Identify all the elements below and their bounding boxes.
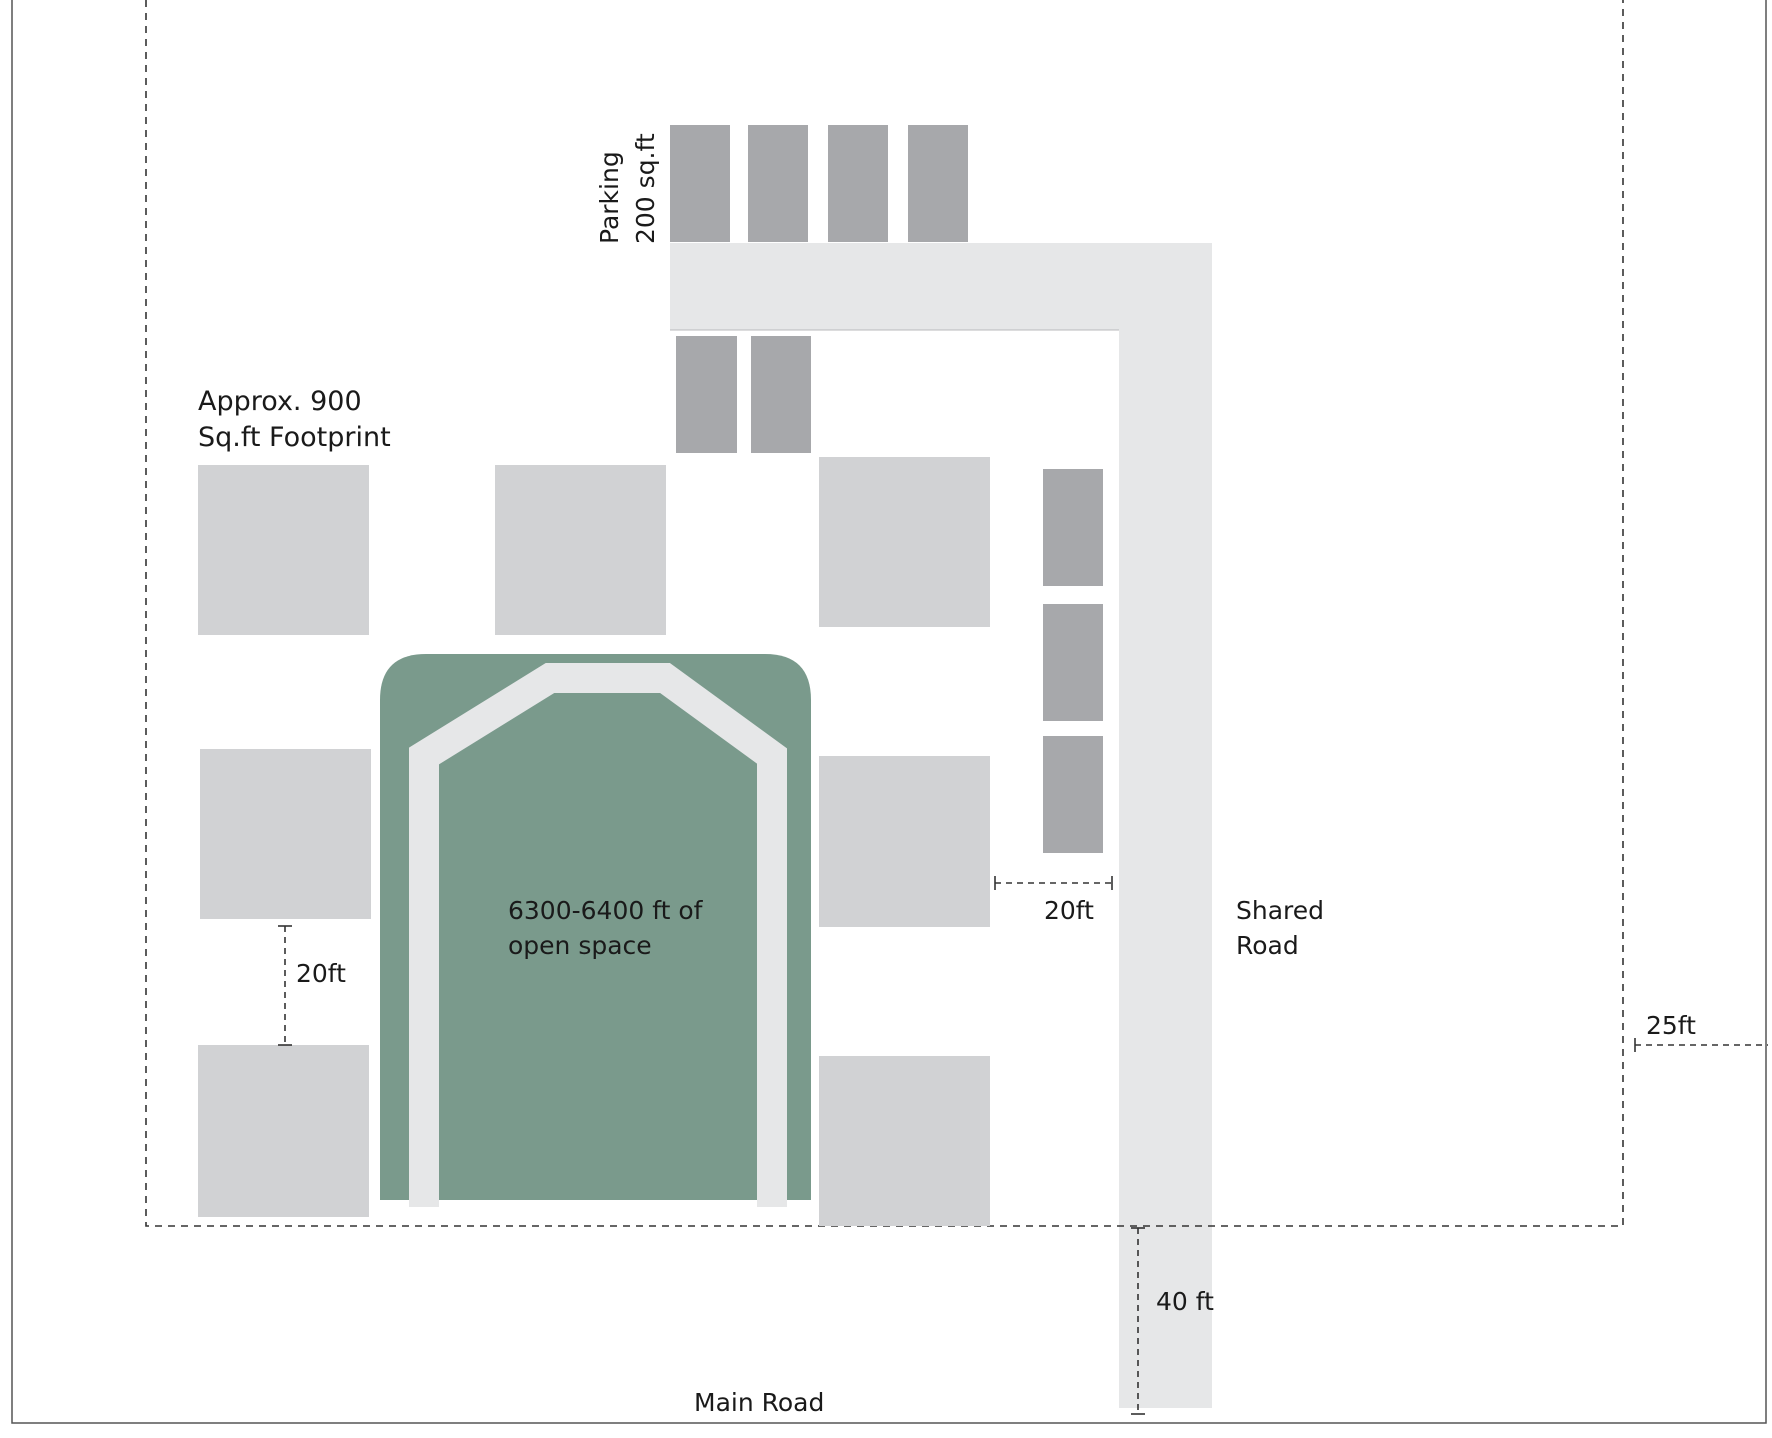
open-space-label-line2: open space [508, 931, 652, 960]
parking-stall [908, 125, 968, 242]
parking-top-row [670, 125, 968, 242]
open-space-path [409, 663, 787, 1207]
house-footprint [819, 1056, 990, 1226]
house-footprint [198, 465, 369, 635]
shared-road [670, 243, 1212, 1408]
parking-middle-row [676, 336, 811, 453]
house-footprint [495, 465, 666, 635]
parking-stall [1043, 736, 1103, 853]
setback-bottom-label: 40 ft [1156, 1287, 1214, 1316]
dimension-setback-right [1634, 1038, 1768, 1052]
shared-road-label-line1: Shared [1236, 896, 1324, 925]
open-space [380, 654, 811, 1207]
house-footprint [198, 1045, 369, 1217]
shared-road-label-line2: Road [1236, 931, 1299, 960]
parking-label-line1: Parking [595, 151, 624, 244]
setback-right-label: 25ft [1646, 1011, 1696, 1040]
house-footprints [198, 457, 990, 1226]
open-space-label-line1: 6300-6400 ft of [508, 896, 704, 925]
house-footprint [819, 756, 990, 927]
main-road-label: Main Road [694, 1388, 824, 1417]
parking-stall [828, 125, 888, 242]
parking-stall [676, 336, 737, 453]
parking-column [1043, 469, 1103, 853]
footprint-label-line2: Sq.ft Footprint [198, 422, 391, 453]
house-footprint [200, 749, 371, 919]
parking-stall [751, 336, 811, 453]
lot-boundary [11, 0, 1767, 1424]
dimension-gap-right [994, 876, 1113, 890]
dimension-setback-bottom [1131, 1227, 1145, 1415]
parking-stall [1043, 469, 1103, 586]
gap-left-label: 20ft [296, 959, 346, 988]
parking-stall [670, 125, 730, 242]
parking-label-line2: 200 sq.ft [631, 133, 660, 244]
parking-stall [1043, 604, 1103, 721]
shared-road-vertical [1119, 243, 1212, 1408]
footprint-label-line1: Approx. 900 [198, 386, 362, 417]
gap-right-label: 20ft [1044, 896, 1094, 925]
parking-stall [748, 125, 808, 242]
house-footprint [819, 457, 990, 627]
dimension-gap-left [278, 925, 292, 1046]
open-space-area [380, 654, 811, 1200]
